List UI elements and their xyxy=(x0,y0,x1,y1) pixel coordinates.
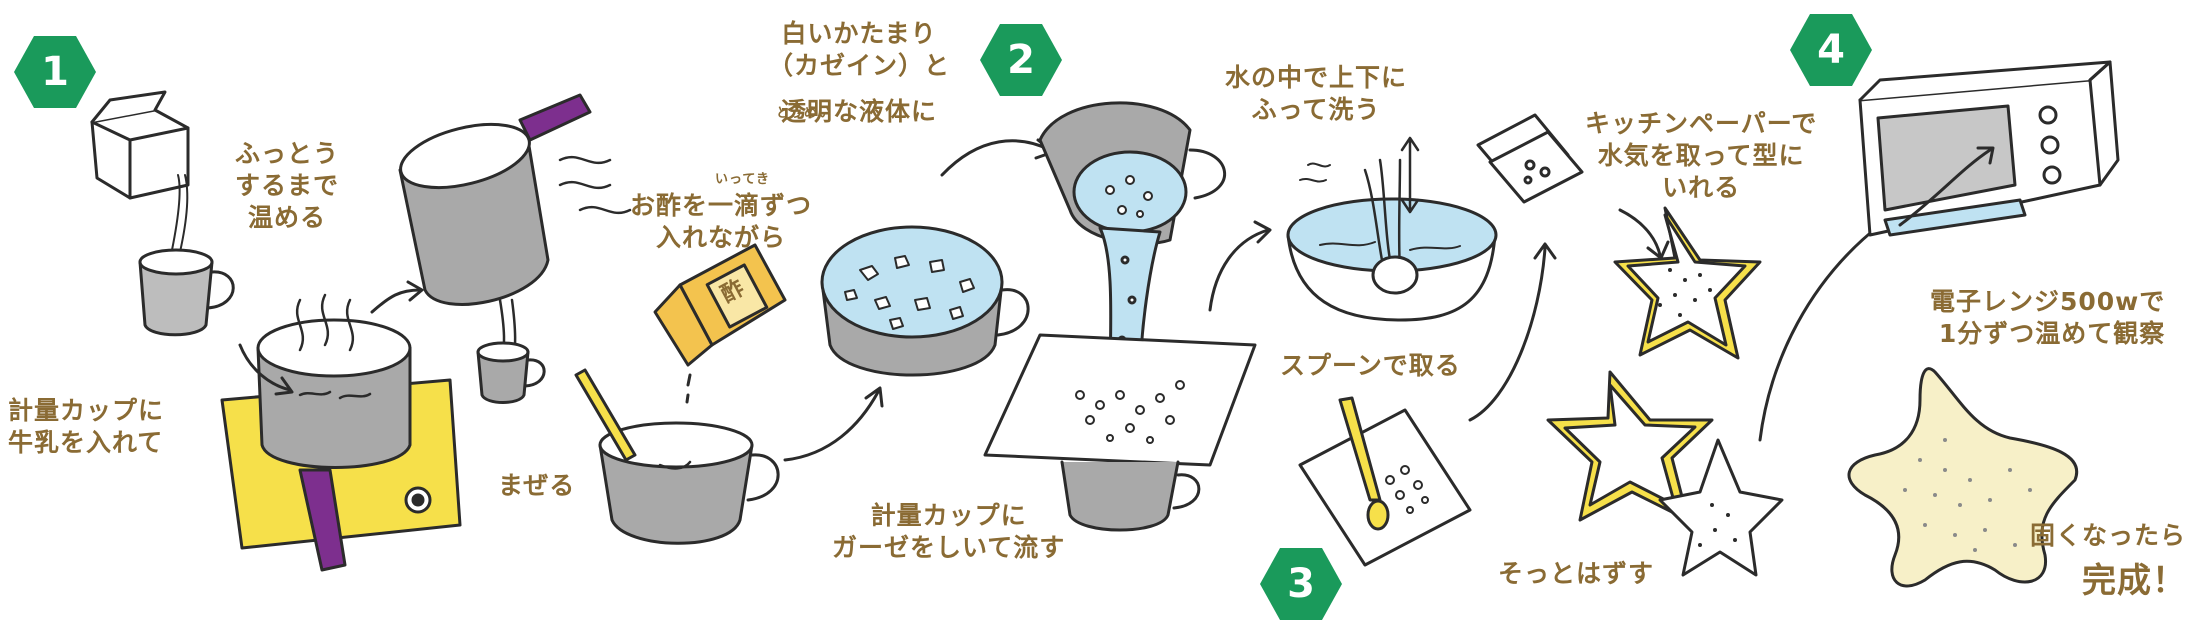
ruby-curds: とうめい xyxy=(776,106,833,121)
water-bowl-icon xyxy=(1286,136,1498,322)
label-curds: 白いかたまり （カゼイン）と 透明な液体に xyxy=(768,19,951,126)
ruby-vinegar: いってき xyxy=(715,172,770,187)
measuring-cup-icon xyxy=(1060,460,1201,532)
label-microwave: 電子レンジ500wで 1分ずつ温めて観察 xyxy=(1930,287,2166,348)
gauze-icon xyxy=(983,333,1257,467)
label-paper-towel: キッチンペーパーで 水気を取って型に いれる xyxy=(1585,109,1818,202)
star-mold-icon xyxy=(1613,206,1762,360)
arrow-icon xyxy=(1468,246,1547,422)
label-vinegar-drop: お酢を一滴ずつ 入れながら xyxy=(630,191,813,252)
arrow-icon xyxy=(1618,208,1662,257)
arrow-icon xyxy=(1208,228,1270,312)
mixing-cup-icon xyxy=(574,368,780,545)
empty-star-mold-icon xyxy=(1546,370,1714,522)
microwave-icon xyxy=(1858,60,2120,237)
label-done-1: 固くなったら xyxy=(2030,521,2187,550)
measuring-cup-icon xyxy=(138,248,235,337)
step-badge-2: 2 xyxy=(978,22,1064,98)
paper-towel-icon xyxy=(1298,396,1472,567)
pouring-pot-icon xyxy=(398,93,632,367)
kitchen-paper-icon xyxy=(1476,113,1584,204)
arrow-icon xyxy=(238,343,292,392)
label-stir: まぜる xyxy=(498,471,576,500)
step-number: 4 xyxy=(1817,27,1845,73)
arrow-icon xyxy=(940,139,1052,177)
label-milk-in-cup: 計量カップに 牛乳を入れて xyxy=(8,396,165,457)
pot-icon xyxy=(256,293,412,572)
arrow-icon xyxy=(783,390,880,462)
step-number: 1 xyxy=(41,49,69,95)
label-heat-until-boil: ふっとう するまで 温める xyxy=(235,139,340,232)
finished-star-icon xyxy=(1847,367,2079,588)
label-remove-mold: そっとはずす xyxy=(1498,559,1655,588)
step-badge-3: 3 xyxy=(1258,546,1344,622)
measuring-cup-icon xyxy=(476,341,546,404)
milk-carton-icon xyxy=(90,90,190,253)
step-number: 3 xyxy=(1287,561,1315,607)
pouring-bowl-icon xyxy=(1038,101,1226,387)
step-badge-1: 1 xyxy=(12,34,98,110)
label-spoon: スプーンで取る xyxy=(1280,351,1461,380)
curds-bowl-icon xyxy=(820,225,1030,377)
label-done-2: 完成！ xyxy=(2082,561,2187,601)
step-number: 2 xyxy=(1007,37,1035,83)
star-cheese-icon xyxy=(1658,438,1784,577)
label-wash: 水の中で上下に ふって洗う xyxy=(1225,63,1408,124)
vinegar-bottle-icon xyxy=(653,243,787,404)
step-badge-4: 4 xyxy=(1788,12,1874,88)
arrow-icon xyxy=(370,288,422,314)
label-gauze: 計量カップに ガーゼをしいて流す xyxy=(832,501,1066,562)
arrow-icon xyxy=(1758,223,1882,442)
